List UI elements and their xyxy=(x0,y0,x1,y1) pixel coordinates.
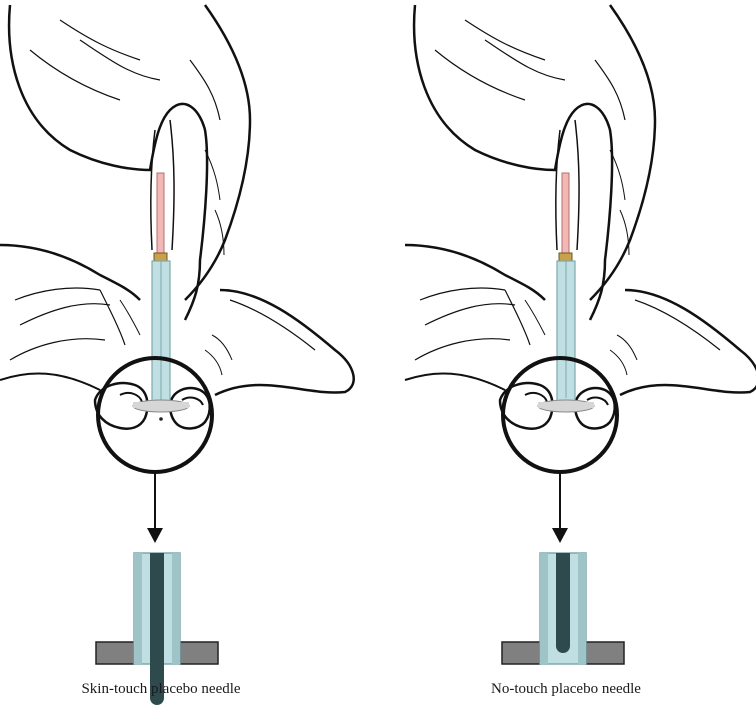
right-detail-tube-wall-r xyxy=(578,553,586,664)
right-panel xyxy=(405,5,756,664)
right-needle-ferrule xyxy=(559,253,572,261)
right-block-left xyxy=(502,642,540,664)
right-base-top xyxy=(538,402,594,408)
right-detail-needle xyxy=(556,553,570,653)
caption-skin-touch: Skin-touch placebo needle xyxy=(36,681,286,698)
left-needle-handle xyxy=(157,173,164,255)
left-detail-tube-wall-l xyxy=(134,553,142,664)
right-detail-tube-wall-l xyxy=(540,553,548,664)
left-tip-dot xyxy=(159,417,163,421)
left-panel xyxy=(0,5,354,705)
left-detail-tube-wall-r xyxy=(172,553,180,664)
left-block-left xyxy=(96,642,134,664)
left-block-right xyxy=(180,642,218,664)
left-base-top xyxy=(133,402,189,408)
right-needle-handle xyxy=(562,173,569,255)
left-hand-illustration xyxy=(0,5,354,429)
right-hand-illustration xyxy=(405,5,756,429)
left-needle-ferrule xyxy=(154,253,167,261)
right-arrow-head xyxy=(552,528,568,543)
caption-no-touch: No-touch placebo needle xyxy=(446,681,686,698)
right-block-right xyxy=(586,642,624,664)
left-arrow-head xyxy=(147,528,163,543)
